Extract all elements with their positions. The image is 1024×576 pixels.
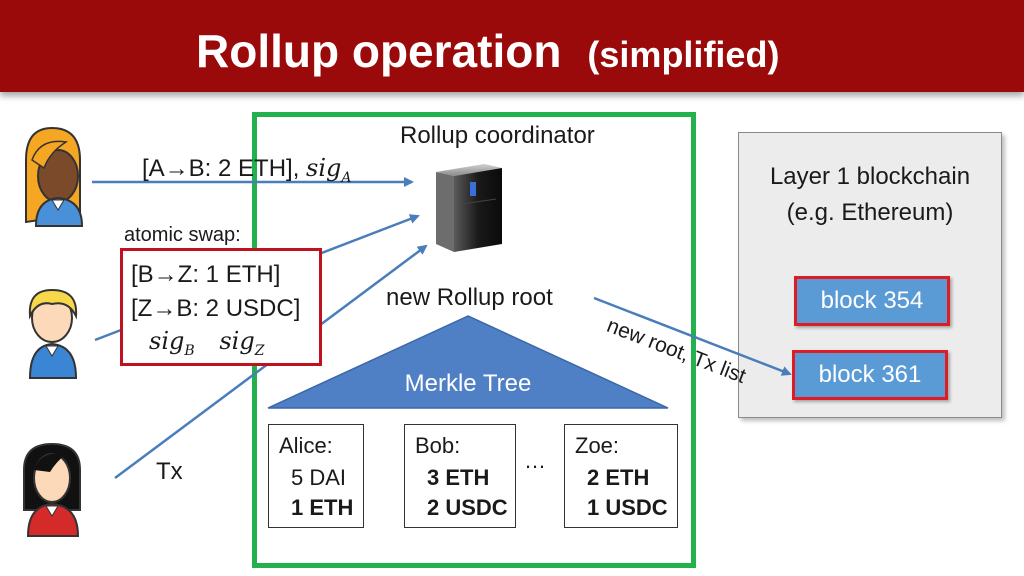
account-alice: Alice: 5 DAI 1 ETH — [268, 424, 364, 528]
atomic-swap-box: [B→Z: 1 ETH] [Z→B: 2 USDC] sigB sigZ — [120, 248, 322, 366]
sig-base: sig — [149, 327, 185, 355]
user-alice-icon — [25, 126, 84, 227]
account-balance-1: 3 ETH — [427, 465, 490, 490]
merkle-tree-label: Merkle Tree — [404, 370, 532, 397]
tx-alice: [A→B: 2 ETH], sigA — [142, 154, 352, 186]
account-name: Alice: — [279, 433, 333, 458]
block-361: block 361 — [792, 350, 948, 400]
title-main: Rollup operation — [196, 25, 562, 77]
swap-sig-z: sigZ — [219, 327, 264, 359]
title-sub: (simplified) — [587, 34, 780, 75]
merkle-tree-triangle — [267, 315, 669, 409]
account-balance-2: 1 USDC — [587, 495, 668, 520]
user-zoe-icon — [23, 442, 81, 537]
sig-base: sig — [219, 327, 255, 355]
layer1-title: Layer 1 blockchain — [769, 163, 971, 190]
coordinator-label: Rollup coordinator — [400, 122, 595, 149]
tx-label: Tx — [156, 458, 183, 485]
account-bob: Bob: 3 ETH 2 USDC — [404, 424, 516, 528]
rollup-root-label: new Rollup root — [386, 284, 553, 311]
sig-subscript: B — [184, 342, 195, 359]
swap-signatures: sigB sigZ — [149, 327, 264, 359]
account-balance-1: 5 DAI — [291, 465, 347, 490]
user-bob-icon — [28, 288, 78, 379]
slide-title: Rollup operation (simplified) — [196, 24, 779, 78]
ellipsis: … — [524, 448, 546, 473]
account-balance-1: 2 ETH — [587, 465, 650, 490]
block-354: block 354 — [794, 276, 950, 326]
sig-subscript: Z — [254, 342, 265, 359]
sig-subscript: A — [341, 169, 352, 186]
account-name: Zoe: — [575, 433, 620, 458]
swap-line-2: [Z→B: 2 USDC] — [131, 295, 301, 322]
account-name: Bob: — [415, 433, 461, 458]
layer1-subtitle: (e.g. Ethereum) — [786, 199, 954, 226]
swap-line-1: [B→Z: 1 ETH] — [131, 261, 281, 288]
sig-base: sig — [306, 154, 342, 182]
account-balance-2: 2 USDC — [427, 495, 508, 520]
arrow-root-to-layer1 — [593, 296, 792, 376]
server-icon — [436, 164, 502, 252]
atomic-swap-label: atomic swap: — [124, 224, 241, 246]
tx-alice-signature: sigA — [306, 154, 351, 186]
tx-alice-text: [A→B: 2 ETH], — [142, 155, 300, 182]
swap-sig-b: sigB — [149, 327, 195, 359]
account-balance-2: 1 ETH — [291, 495, 354, 520]
title-bar: Rollup operation (simplified) — [0, 0, 1024, 92]
account-zoe: Zoe: 2 ETH 1 USDC — [564, 424, 678, 528]
